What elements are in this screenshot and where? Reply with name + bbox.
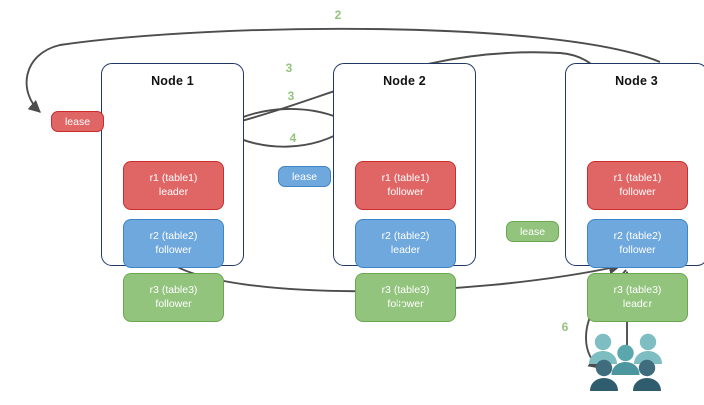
replica-name: r2 (table2)	[149, 230, 198, 242]
replica-n3r2[interactable]: r2 (table2) follower	[587, 219, 688, 268]
replica-name: r3 (table3)	[613, 284, 662, 296]
edge-label-3-lower: 3	[287, 89, 295, 103]
edge-label-3-upper: 3	[285, 61, 293, 75]
node-title-node1: Node 1	[151, 74, 194, 88]
edge-label-2: 2	[334, 8, 342, 22]
replica-role: leader	[622, 297, 653, 310]
replica-role: follower	[387, 297, 424, 310]
lease-badge-r3[interactable]: lease	[506, 221, 559, 242]
replica-n1r1[interactable]: r1 (table1) leader	[123, 161, 224, 210]
node-box-node1[interactable]: Node 1 r1 (table1) leader r2 (table2) fo…	[101, 63, 244, 322]
replica-role: follower	[619, 185, 656, 198]
replica-role: leader	[158, 185, 189, 198]
people-group-icon	[589, 333, 662, 391]
node-title-node3: Node 3	[615, 74, 658, 88]
replica-role: follower	[619, 243, 656, 256]
replica-n2r3[interactable]: r3 (table3) follower	[355, 273, 456, 322]
lease-badge-r1[interactable]: lease	[51, 111, 104, 132]
replica-name: r2 (table2)	[613, 230, 662, 242]
replica-n2r1[interactable]: r1 (table1) follower	[355, 161, 456, 210]
replica-name: r1 (table1)	[613, 172, 662, 184]
edge-label-5: 5	[396, 297, 404, 311]
replica-role: follower	[155, 243, 192, 256]
replica-n2r2[interactable]: r2 (table2) leader	[355, 219, 456, 268]
node-box-node3[interactable]: Node 3 r1 (table1) follower r2 (table2) …	[565, 63, 704, 322]
replica-name: r3 (table3)	[149, 284, 198, 296]
replica-name: r3 (table3)	[381, 284, 430, 296]
node-box-node2[interactable]: Node 2 r1 (table1) follower r2 (table2) …	[333, 63, 476, 322]
edge-label-1: 1	[644, 300, 652, 314]
edge-label-6: 6	[561, 320, 569, 334]
replica-name: r1 (table1)	[381, 172, 430, 184]
replica-name: r1 (table1)	[149, 172, 198, 184]
replica-n3r1[interactable]: r1 (table1) follower	[587, 161, 688, 210]
edge-label-4: 4	[289, 131, 297, 145]
replica-role: follower	[155, 297, 192, 310]
replica-name: r2 (table2)	[381, 230, 430, 242]
replica-role: leader	[390, 243, 421, 256]
node-title-node2: Node 2	[383, 74, 426, 88]
replica-n3r3[interactable]: r3 (table3) leader	[587, 273, 688, 322]
replica-n1r3[interactable]: r3 (table3) follower	[123, 273, 224, 322]
lease-badge-r2[interactable]: lease	[278, 166, 331, 187]
replica-role: follower	[387, 185, 424, 198]
replica-n1r2[interactable]: r2 (table2) follower	[123, 219, 224, 268]
